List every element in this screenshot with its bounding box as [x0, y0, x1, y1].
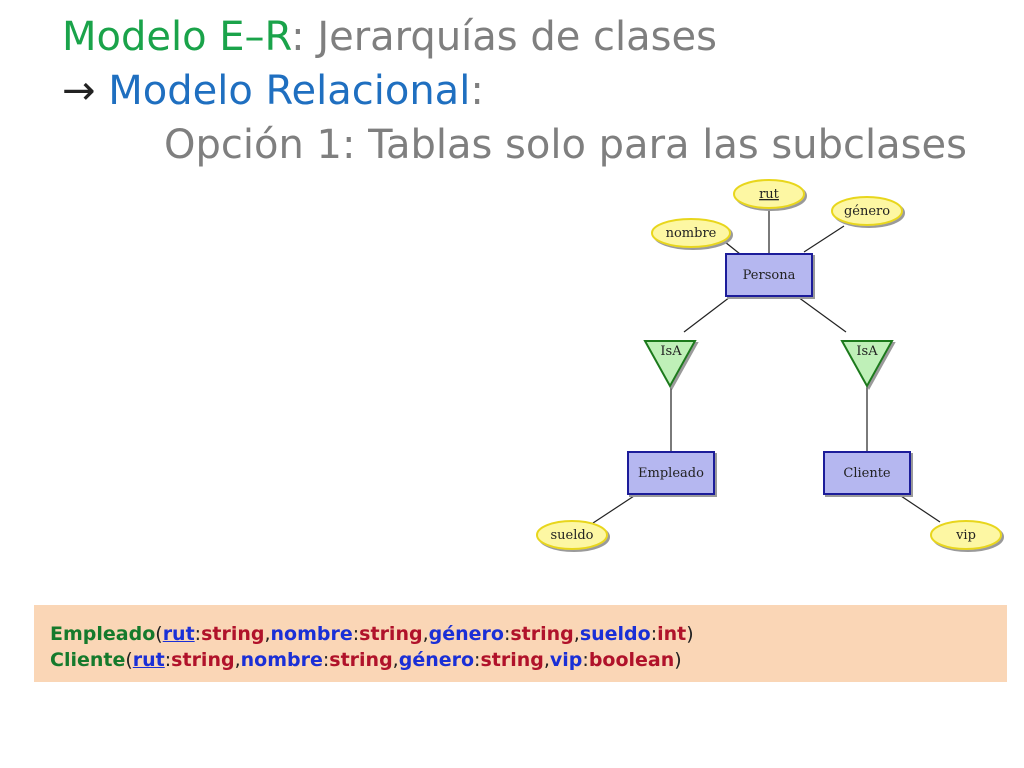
er-diagram: rut nombre género Persona IsA IsA Emplea…	[536, 179, 1002, 550]
colon: :	[474, 649, 481, 671]
field-type: string	[329, 649, 393, 671]
title-model-er: Modelo E–R	[62, 14, 292, 60]
field-type: boolean	[588, 649, 675, 671]
field-type: int	[657, 623, 687, 645]
colon: :	[352, 623, 360, 645]
entity-cliente	[823, 451, 911, 495]
attribute-rut-label: rut	[759, 187, 780, 202]
open-paren: (	[155, 623, 163, 645]
line-persona-isa-right	[797, 296, 847, 333]
field-attr: rut	[162, 623, 195, 645]
colon: :	[322, 649, 330, 671]
comma: ,	[543, 649, 550, 671]
colon: :	[582, 649, 589, 671]
field-type: string	[171, 649, 235, 671]
colon: :	[164, 649, 172, 671]
title-line-2: → Modelo Relacional:	[62, 64, 967, 118]
line-genero-persona	[803, 225, 845, 253]
entity-empleado	[627, 451, 715, 495]
line-nombre-persona	[724, 241, 741, 255]
line-cliente-vip	[900, 495, 941, 523]
title-line-3: Opción 1: Tablas solo para las subclases	[164, 122, 967, 168]
entity-empleado-label: Empleado	[638, 466, 704, 481]
line-persona-isa-left	[683, 296, 731, 333]
field-type: string	[510, 623, 574, 645]
entity-cliente-label: Cliente	[843, 466, 891, 481]
field-attr: vip	[549, 649, 583, 671]
attribute-rut	[733, 179, 805, 209]
slide-title: Modelo E–R: Jerarquías de clases → Model…	[62, 10, 967, 172]
colon: :	[650, 623, 658, 645]
line-empleado-sueldo	[592, 495, 635, 524]
attribute-sueldo	[536, 520, 608, 550]
title-colon: :	[470, 68, 484, 114]
entity-persona	[725, 253, 813, 297]
field-attr: nombre	[240, 649, 323, 671]
isa-right	[840, 340, 894, 389]
schema-empleado: Empleado(rut:string,nombre:string,género…	[50, 621, 1007, 647]
title-hierarchies: : Jerarquías de clases	[291, 14, 717, 60]
attribute-nombre	[651, 218, 731, 248]
field-type: string	[480, 649, 544, 671]
field-attr: género	[398, 649, 475, 671]
comma: ,	[422, 623, 429, 645]
attribute-genero	[831, 196, 903, 226]
colon: :	[503, 623, 511, 645]
field-type: string	[201, 623, 265, 645]
attribute-sueldo-label: sueldo	[550, 528, 593, 543]
connector-lines	[592, 208, 941, 524]
isa-right-label: IsA	[856, 344, 878, 359]
attribute-vip	[930, 520, 1002, 550]
relational-schema-box: Empleado(rut:string,nombre:string,género…	[34, 605, 1007, 682]
field-attr: nombre	[270, 623, 353, 645]
comma: ,	[392, 649, 399, 671]
relation-name-empleado: Empleado	[50, 623, 156, 645]
title-model-relational: Modelo Relacional	[108, 68, 471, 114]
close-paren: )	[674, 649, 682, 671]
colon: :	[194, 623, 202, 645]
title-line-1: Modelo E–R: Jerarquías de clases	[62, 10, 967, 64]
relation-name-cliente: Cliente	[50, 649, 126, 671]
comma: ,	[573, 623, 580, 645]
attribute-vip-label: vip	[955, 528, 976, 543]
field-attr: sueldo	[579, 623, 651, 645]
close-paren: )	[686, 623, 694, 645]
schema-cliente: Cliente(rut:string,nombre:string,género:…	[50, 647, 1007, 673]
open-paren: (	[125, 649, 133, 671]
attribute-nombre-label: nombre	[666, 226, 717, 241]
field-type: string	[359, 623, 423, 645]
isa-left	[643, 340, 697, 389]
field-attr: rut	[132, 649, 165, 671]
entity-persona-label: Persona	[743, 268, 796, 283]
field-attr: género	[428, 623, 504, 645]
comma: ,	[264, 623, 271, 645]
isa-left-label: IsA	[660, 344, 682, 359]
comma: ,	[234, 649, 241, 671]
right-arrow-icon: →	[62, 68, 96, 114]
attribute-genero-label: género	[844, 204, 890, 219]
